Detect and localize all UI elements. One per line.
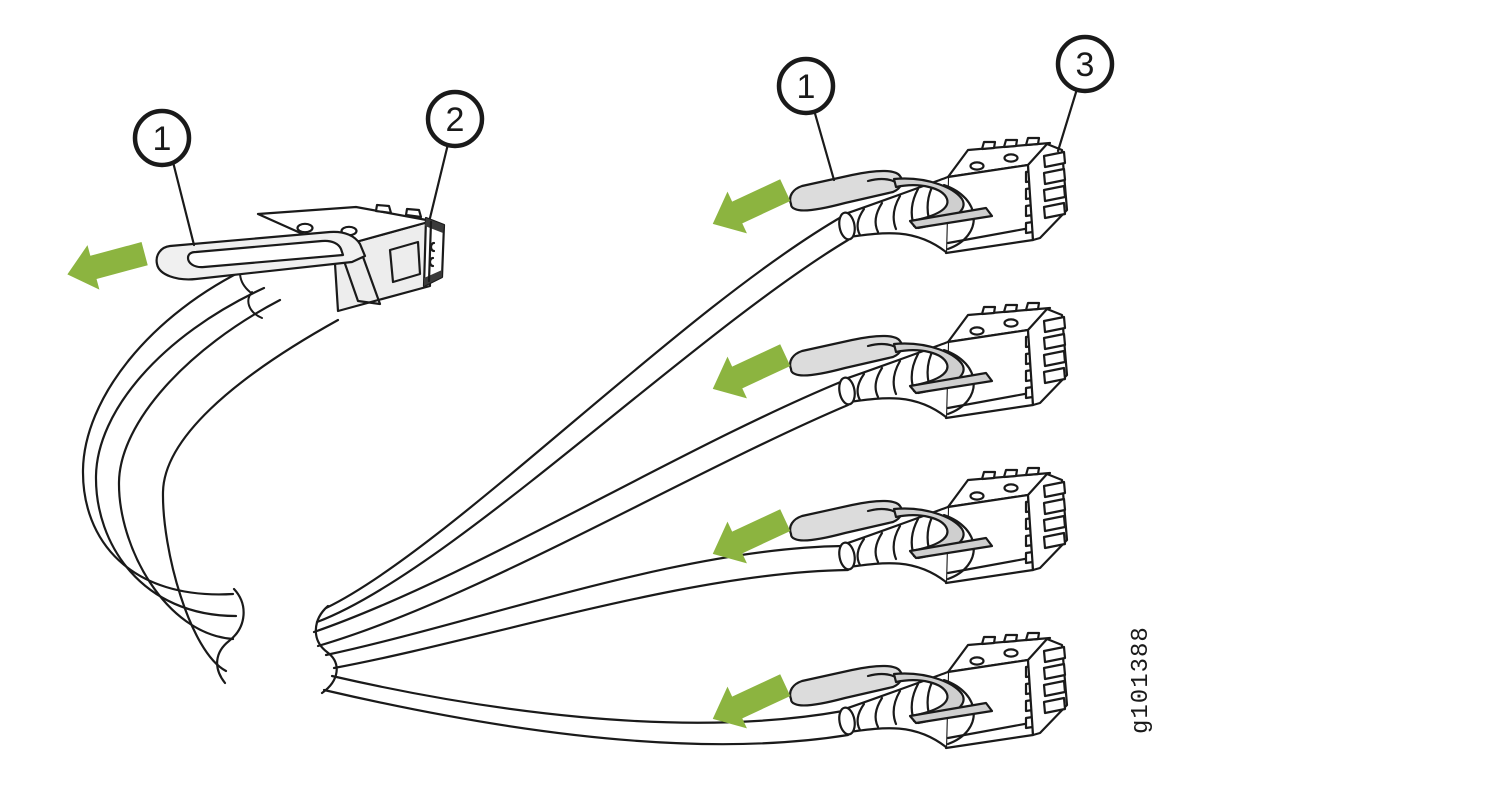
callout-host-tab: 1 xyxy=(132,108,196,247)
callout-leader-line xyxy=(812,108,836,182)
callout-leader-line xyxy=(171,160,196,247)
host-cable-bundle xyxy=(81,257,340,673)
cable-break-mark-left xyxy=(216,587,245,685)
callout-number: 3 xyxy=(1076,46,1095,84)
callout-breakout-connector: 3 xyxy=(1055,34,1115,153)
callout-host-connector: 2 xyxy=(425,89,485,220)
callout-number: 1 xyxy=(797,68,816,106)
callout-leader-line xyxy=(428,142,450,220)
cable-break-mark-right xyxy=(314,604,338,695)
callout-badge xyxy=(1055,34,1115,94)
callout-number: 2 xyxy=(446,101,465,139)
screw-icon xyxy=(296,222,314,234)
callout-badge xyxy=(132,108,192,168)
pull-tab xyxy=(155,230,367,281)
breakout-cables xyxy=(312,214,850,746)
host-connector-assembly xyxy=(61,203,446,313)
callout-number: 1 xyxy=(153,120,172,158)
figure-id: g101388 xyxy=(1128,626,1155,734)
host-connector-end xyxy=(422,216,446,288)
callout-badge xyxy=(776,56,836,116)
callout-leader-line xyxy=(1056,87,1079,153)
callout-breakout-tab: 1 xyxy=(776,56,836,182)
callout-badge xyxy=(425,89,485,149)
